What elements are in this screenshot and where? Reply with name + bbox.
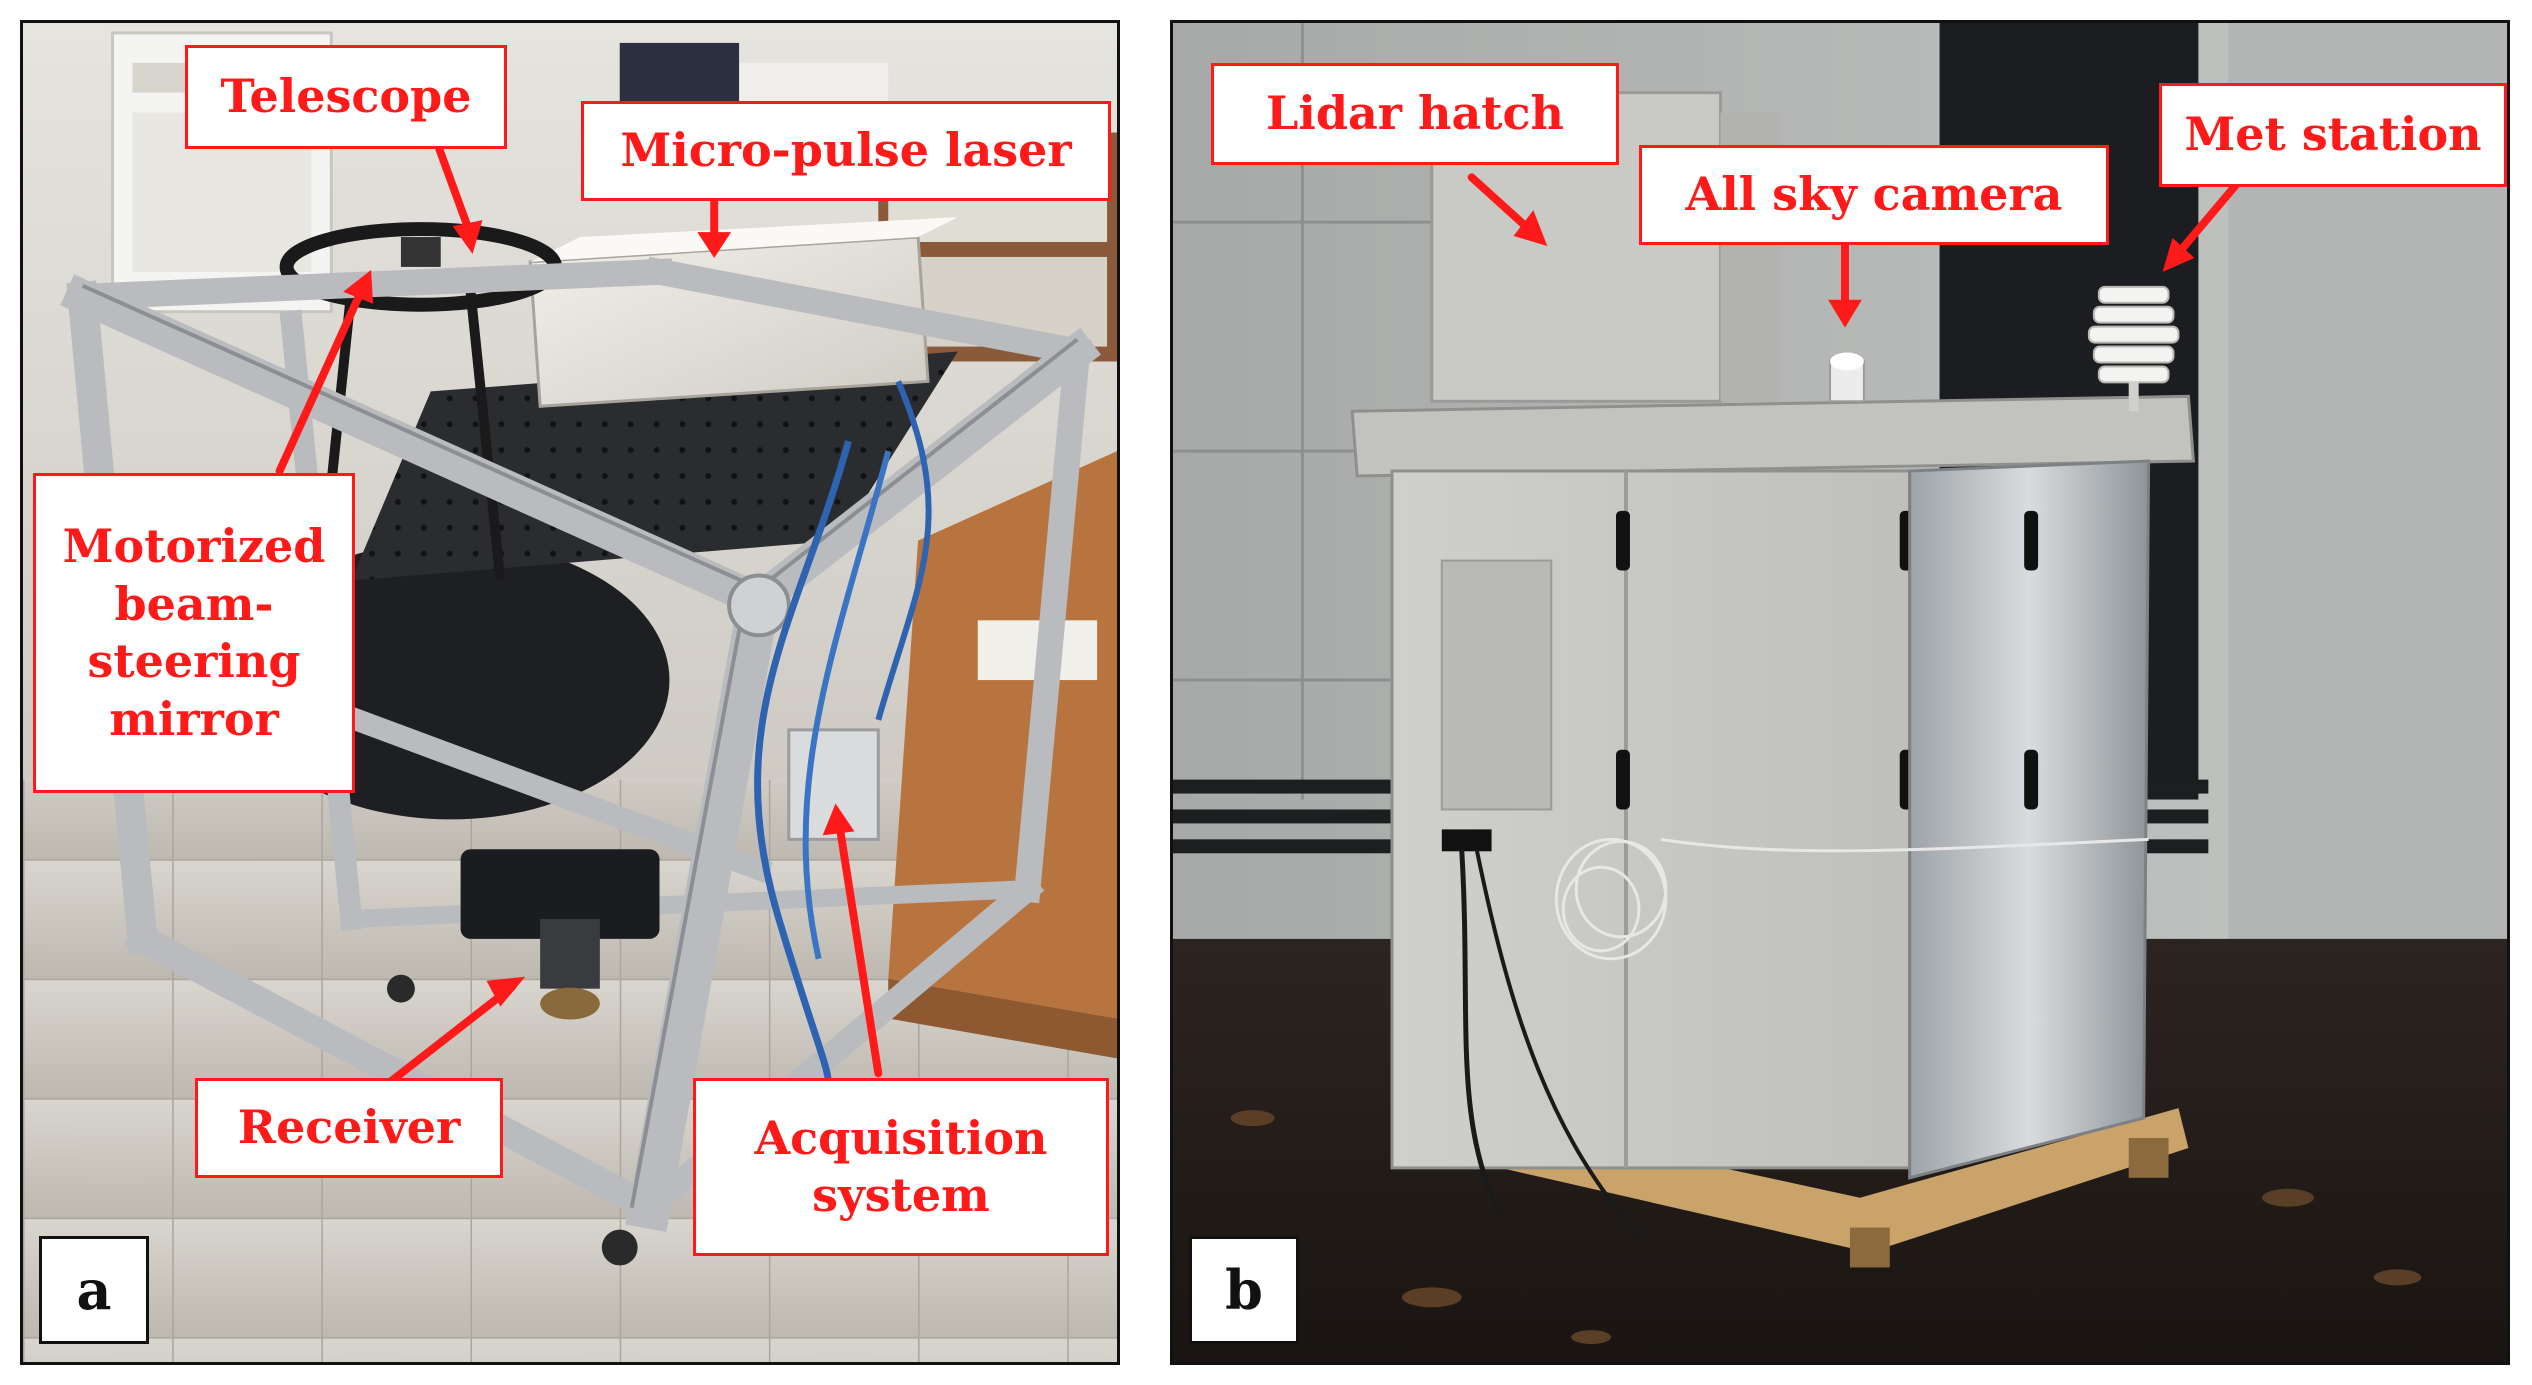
panel-b-letter: b xyxy=(1189,1236,1299,1344)
met-station-label: Met station xyxy=(2159,83,2507,187)
panel-b: Lidar hatch All sky camera Met station b xyxy=(1170,20,2510,1365)
panel-a-letter: a xyxy=(39,1236,149,1344)
motorized-beam-steering-mirror-label: Motorized beam- steering mirror xyxy=(33,473,355,793)
lidar-hatch-label: Lidar hatch xyxy=(1211,63,1619,165)
all-sky-camera-label: All sky camera xyxy=(1639,145,2109,245)
acquisition-system-label: Acquisition system xyxy=(693,1078,1109,1256)
panel-a: Telescope Micro-pulse laser Motorized be… xyxy=(20,20,1120,1365)
receiver-label: Receiver xyxy=(195,1078,503,1178)
micro-pulse-laser-label: Micro-pulse laser xyxy=(581,101,1111,201)
telescope-label: Telescope xyxy=(185,45,507,149)
